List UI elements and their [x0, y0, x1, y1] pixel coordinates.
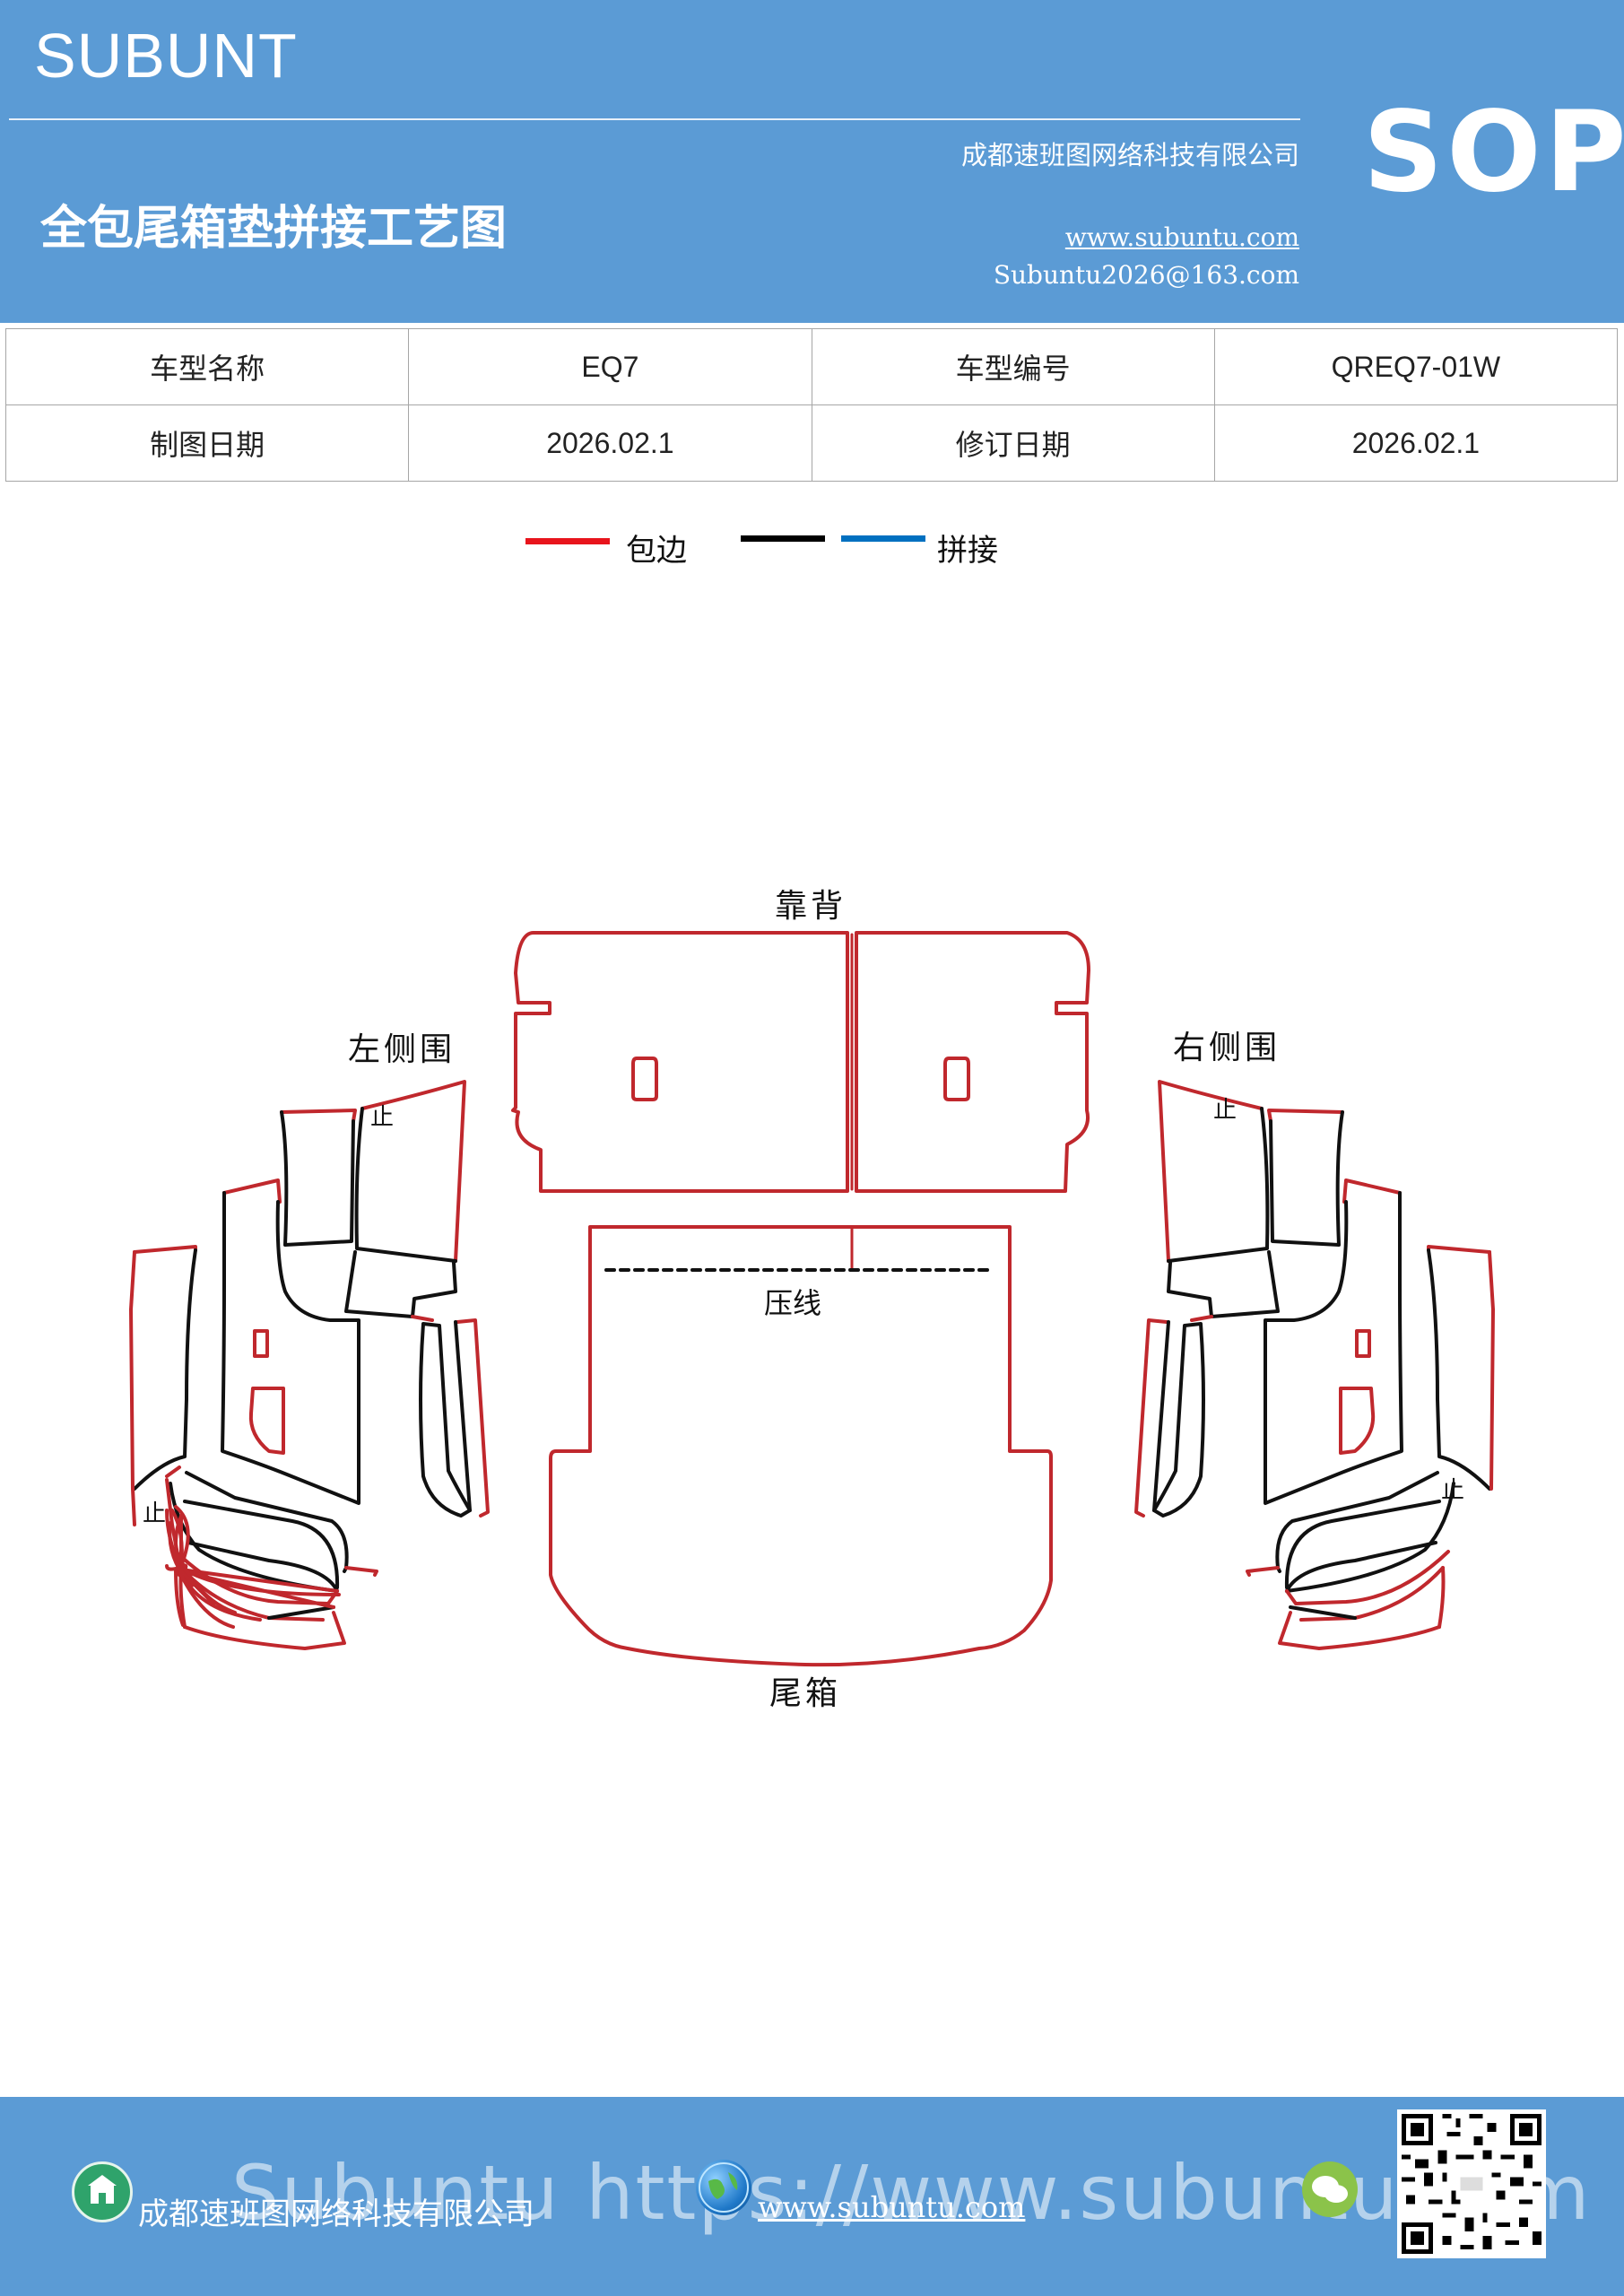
watermark-text: Subuntu https://www.subuntu.com [231, 2149, 1592, 2237]
legend-label-binding: 包边 [626, 533, 687, 569]
sop-badge: SOP [1363, 88, 1624, 217]
table-cell: 2026.02.1 [1213, 404, 1619, 482]
company-icon [72, 2161, 133, 2222]
label-trunk: 尾箱 [769, 1675, 841, 1712]
legend-swatch-binding [525, 538, 610, 544]
left-side-wall [129, 1080, 490, 1650]
globe-icon [696, 2160, 751, 2215]
table-cell: QREQ7-01W [1213, 328, 1619, 405]
header-banner: SUBUNT 成都速班图网络科技有限公司 全包尾箱垫拼接工艺图 www.subu… [0, 0, 1624, 323]
website-link[interactable]: www.subuntu.com [1064, 222, 1299, 252]
backrest-left-slot [631, 1057, 658, 1101]
table-row: 车型名称 EQ7 车型编号 QREQ7-01W [4, 328, 1619, 405]
backrest-right-panel [855, 931, 1090, 1193]
label-right-side: 右侧围 [1173, 1030, 1281, 1066]
footer-banner: Subuntu https://www.subuntu.com 成都速班图网络科… [0, 2097, 1624, 2296]
table-cell: 2026.02.1 [408, 404, 812, 482]
label-backrest: 靠背 [775, 888, 847, 925]
table-cell: EQ7 [408, 328, 812, 405]
header-divider [9, 118, 1300, 120]
table-cell: 车型编号 [811, 328, 1215, 405]
trunk-floor-panel [549, 1225, 1053, 1667]
vehicle-info-table: 车型名称 EQ7 车型编号 QREQ7-01W 制图日期 2026.02.1 修… [4, 328, 1619, 482]
document-title: 全包尾箱垫拼接工艺图 [40, 201, 508, 256]
company-name: 成都速班图网络科技有限公司 [960, 140, 1299, 170]
wechat-icon [1302, 2161, 1358, 2217]
legend-swatch-seam [841, 535, 925, 542]
legend-swatch-black [741, 535, 825, 542]
label-stop: 止 [1441, 1477, 1464, 1504]
backrest-right-slot [943, 1057, 970, 1101]
label-stop: 止 [370, 1104, 394, 1131]
backrest-left-panel [511, 931, 849, 1193]
label-stop: 止 [143, 1500, 166, 1527]
table-cell: 制图日期 [4, 404, 410, 482]
footer-website-link[interactable]: www.subuntu.com [758, 2190, 1026, 2224]
qr-code [1397, 2109, 1546, 2258]
legend-label-seam: 拼接 [937, 533, 998, 569]
label-crease: 压线 [764, 1286, 821, 1320]
email-address[interactable]: Subuntu2026@163.com [993, 260, 1299, 290]
label-left-side: 左侧围 [348, 1031, 456, 1068]
label-stop: 止 [1213, 1097, 1237, 1124]
table-cell: 修订日期 [811, 404, 1215, 482]
brand-logo-text: SUBUNT [34, 21, 298, 91]
table-row: 制图日期 2026.02.1 修订日期 2026.02.1 [4, 404, 1619, 482]
table-cell: 车型名称 [4, 328, 410, 405]
footer-company-name: 成都速班图网络科技有限公司 [138, 2196, 534, 2232]
right-side-wall [1134, 1080, 1495, 1650]
